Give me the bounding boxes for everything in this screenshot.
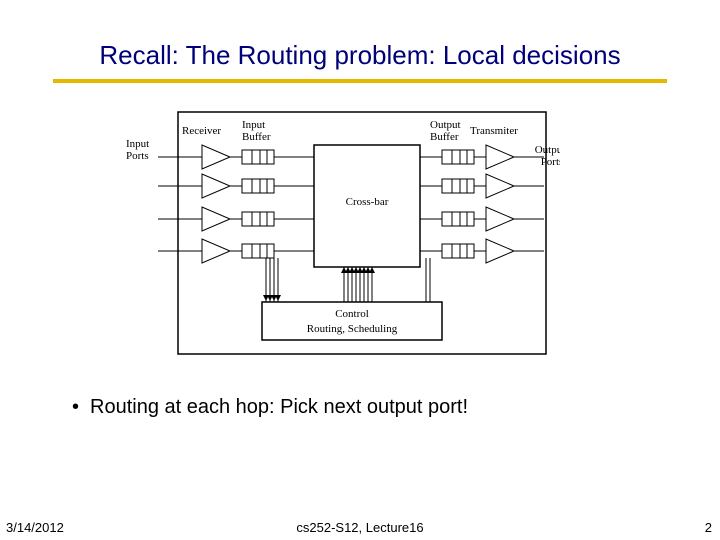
output-ports-label-line2: Ports bbox=[541, 156, 560, 168]
input-ports-label-line2: Ports bbox=[126, 150, 149, 162]
crossbar-arrowhead bbox=[365, 267, 371, 273]
transmitter-triangle bbox=[485, 206, 516, 232]
transmitter-triangle bbox=[485, 238, 516, 264]
transmitter-triangle bbox=[485, 173, 516, 199]
output-buffer-label-line2: Buffer bbox=[430, 131, 459, 143]
crossbar-arrowhead bbox=[349, 267, 355, 273]
output-buffer bbox=[441, 178, 475, 194]
footer-page-number: 2 bbox=[704, 520, 712, 535]
input-buffer bbox=[241, 211, 275, 227]
input-ports-label-line1: Input bbox=[126, 138, 149, 150]
output-ports-label-line1: Output bbox=[535, 144, 560, 156]
input-buffer bbox=[241, 149, 275, 165]
output-buffer-label-line1: Output bbox=[430, 119, 461, 131]
receiver-triangle bbox=[201, 238, 232, 264]
crossbar-label: Cross-bar bbox=[346, 196, 389, 208]
crossbar-box bbox=[313, 144, 421, 268]
control-arrowhead bbox=[271, 295, 277, 301]
bullet-item: • Routing at each hop: Pick next output p… bbox=[72, 396, 468, 419]
crossbar-arrowhead bbox=[361, 267, 367, 273]
control-arrowhead bbox=[263, 295, 269, 301]
input-buffer bbox=[241, 243, 275, 259]
control-arrowhead bbox=[275, 295, 281, 301]
control-arrowhead bbox=[267, 295, 273, 301]
bullet-dot-icon: • bbox=[72, 396, 80, 418]
receiver-triangle bbox=[201, 206, 232, 232]
receiver-label: Receiver bbox=[182, 125, 221, 137]
control-label-line2: Routing, Scheduling bbox=[307, 323, 398, 335]
router-frame bbox=[177, 111, 547, 355]
title-underline bbox=[53, 79, 667, 83]
input-buffer-label-line2: Buffer bbox=[242, 131, 271, 143]
output-buffer bbox=[441, 211, 475, 227]
receiver-triangle bbox=[201, 144, 232, 170]
transmitter-label: Transmiter bbox=[470, 125, 518, 137]
input-buffer-label-line1: Input bbox=[242, 119, 265, 131]
receiver-triangle bbox=[201, 173, 232, 199]
footer-date: 3/14/2012 bbox=[6, 520, 64, 535]
bullet-text: Routing at each hop: Pick next output po… bbox=[90, 396, 469, 418]
control-label-line1: Control bbox=[335, 308, 369, 320]
crossbar-arrowhead bbox=[345, 267, 351, 273]
slide-title: Recall: The Routing problem: Local decis… bbox=[99, 40, 621, 70]
footer-course: cs252-S12, Lecture16 bbox=[296, 520, 424, 535]
control-box bbox=[261, 301, 443, 341]
input-buffer bbox=[241, 178, 275, 194]
crossbar-arrowhead bbox=[341, 267, 347, 273]
crossbar-arrowhead bbox=[357, 267, 363, 273]
output-buffer bbox=[441, 243, 475, 259]
crossbar-arrowhead bbox=[369, 267, 375, 273]
transmitter-triangle bbox=[485, 144, 516, 170]
output-buffer bbox=[441, 149, 475, 165]
router-diagram: Input Ports Receiver Input Buffer Output… bbox=[126, 111, 560, 355]
crossbar-arrowhead bbox=[353, 267, 359, 273]
